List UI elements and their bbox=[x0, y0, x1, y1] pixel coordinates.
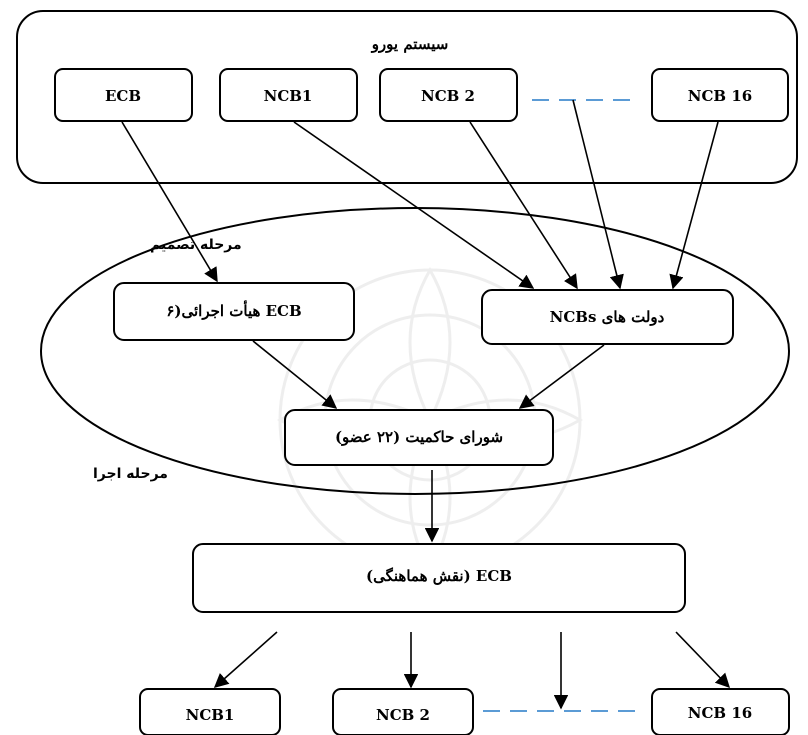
ecb-coordination-box bbox=[192, 543, 686, 613]
ecb-coordination-label: ECB (نقش هماهنگی) bbox=[366, 567, 512, 585]
arrow-governments-to-council bbox=[518, 344, 605, 409]
ecb-executive-board-label: ECB هیأت اجرائی(۶ bbox=[166, 300, 301, 320]
bottom-ncb2-box bbox=[332, 688, 474, 735]
ecb-executive-board-box bbox=[113, 282, 355, 341]
top-ncb2-box bbox=[379, 68, 518, 122]
bottom-ncb2-label: NCB 2 bbox=[376, 706, 430, 724]
ncb-governments-box bbox=[481, 289, 734, 345]
arrow-to-bottom-ncb16 bbox=[675, 631, 730, 689]
top-ncb16-label: NCB 16 bbox=[688, 87, 752, 105]
arrow-to-bottom-ncb1 bbox=[213, 631, 278, 688]
bottom-ncb16-label: NCB 16 bbox=[688, 704, 752, 722]
top-ecb-box bbox=[54, 68, 193, 122]
bottom-ncb16-box bbox=[651, 688, 790, 735]
decision-stage-ellipse bbox=[40, 207, 790, 495]
top-ecb-label: ECB bbox=[105, 87, 141, 105]
arrow-dash-to-governments bbox=[572, 99, 624, 290]
bottom-ncb1-label: NCB1 bbox=[186, 706, 235, 724]
euro-system-container bbox=[16, 10, 798, 184]
arrow-ecb-to-board bbox=[121, 121, 218, 283]
arrow-ncb16-to-governments bbox=[669, 121, 719, 290]
top-ncb16-box bbox=[651, 68, 789, 122]
euro-system-title: سیستم یورو bbox=[371, 35, 449, 53]
arrow-board-to-council bbox=[252, 340, 338, 409]
ncb-governments-label: دولت های NCBs bbox=[550, 308, 665, 326]
top-ncb1-box bbox=[219, 68, 358, 122]
governing-council-box bbox=[284, 409, 554, 466]
bottom-ncb1-box bbox=[139, 688, 281, 735]
governing-council-label: شورای حاکمیت (۲۲ عضو) bbox=[335, 428, 503, 446]
top-ncb2-label: NCB 2 bbox=[421, 87, 475, 105]
top-ncb1-label: NCB1 bbox=[264, 87, 313, 105]
arrow-ncb2-to-governments bbox=[469, 121, 578, 290]
arrow-ncb1-to-governments bbox=[293, 121, 535, 289]
execution-stage-label: مرحله اجرا bbox=[93, 466, 168, 482]
